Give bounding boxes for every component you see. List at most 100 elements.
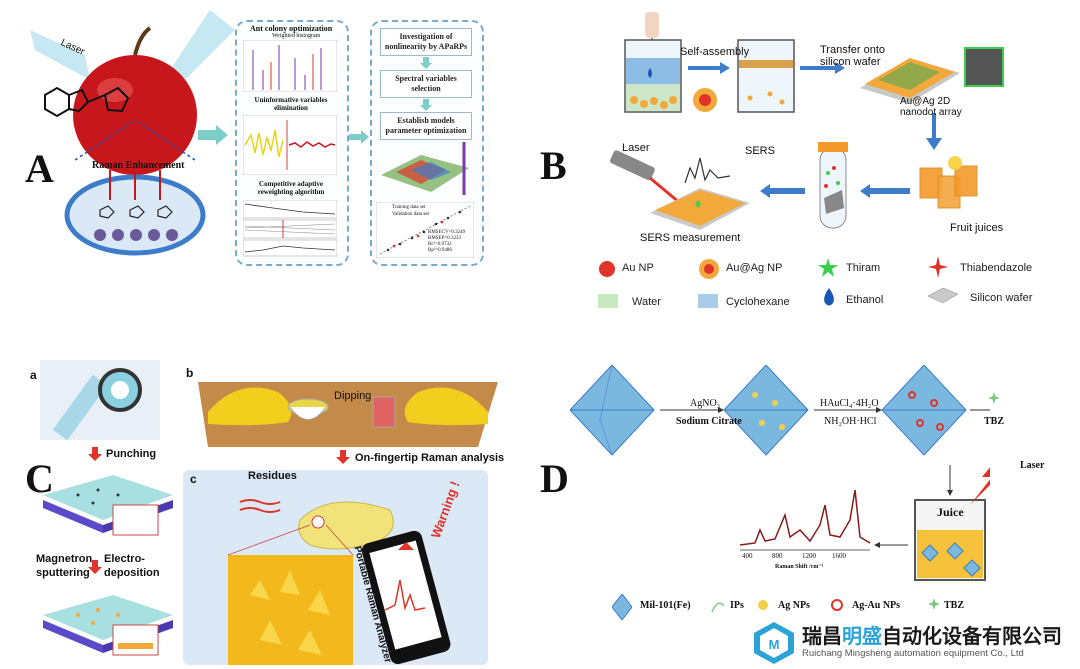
validation-plot (376, 202, 474, 258)
step-aco: Ant colony optimization (250, 24, 333, 33)
stat-rc2: Rc²=0.9732 (428, 242, 452, 247)
company-name-cn: 瑞昌明盛自动化设备有限公司 (802, 620, 1062, 649)
company-name-part3: 自动化设备有限公司 (882, 626, 1062, 648)
arrow-down-icon (420, 57, 432, 69)
nh2oh-label: NH₂OH·HCl (824, 416, 877, 427)
arrow-right-icon (349, 130, 369, 144)
citrate-label: Sodium Citrate (676, 416, 742, 427)
step-cars: Competitive adaptive reweighting algorit… (257, 180, 325, 196)
legend-training: Training data set (392, 205, 426, 210)
punched-film-illustration (43, 475, 173, 536)
legend-ips: IPs (730, 600, 744, 611)
dipping-label: Dipping (334, 390, 372, 402)
cyclohexane-swatch (698, 294, 718, 308)
stat-rmsep: RMSEP=0.3233 (428, 236, 461, 241)
tbz-star-icon (988, 392, 1000, 404)
tick-1200: 1200 (802, 552, 816, 560)
arrow-down-icon (420, 99, 432, 111)
tick-800: 800 (772, 552, 783, 560)
step-establish: Establish models parameter optimization (380, 112, 472, 140)
legend-ag-au-nps: Ag-Au NPs (852, 600, 901, 611)
haucl4-label: HAuCl₄·4H₂O (820, 398, 879, 409)
residues-label: Residues (248, 470, 297, 482)
legend-ag-nps: Ag NPs (778, 600, 810, 611)
water-swatch (598, 294, 618, 308)
thiabendazole-icon (928, 256, 948, 278)
electro-label: Electro-deposition (104, 553, 160, 579)
surface-plot (381, 142, 469, 195)
step-selection: Spectral variables selection (380, 70, 472, 98)
panel-d-letter: D (540, 456, 569, 501)
cars-plot (243, 200, 337, 257)
panel-b-letter: B (540, 143, 567, 188)
panel-b: Self-assembly Transfer onto silicon wafe… (540, 0, 1080, 320)
company-logo-icon: M (754, 622, 794, 664)
panel-a-letter: A (25, 146, 54, 191)
panel-c: a Punching C Magnetron sputtering Electr… (0, 330, 520, 669)
beakers-illustration (610, 12, 1004, 230)
au-ag-np-icon (699, 259, 719, 279)
aco-plot (243, 40, 337, 92)
silicon-wafer-icon (928, 288, 958, 304)
legend-water: Water (632, 296, 661, 308)
legend-silicon-wafer: Silicon wafer (970, 292, 1033, 304)
self-assembly-label: Self-assembly (680, 46, 750, 58)
svg-text:M: M (769, 637, 780, 652)
magnetron-label: Magnetron sputtering (36, 553, 93, 579)
panel-d: AgNO₃ Sodium Citrate HAuCl₄·4H₂O NH₂OH·H… (540, 330, 1080, 669)
panel-c-letter: C (25, 456, 54, 501)
laser-label-d: Laser (1020, 460, 1045, 471)
tick-400: 400 (742, 552, 753, 560)
step-aco-sub: Weighted histogram (272, 33, 321, 39)
label-a: a (30, 368, 37, 382)
stat-rmsecv: RMSECV=0.3249 (428, 230, 466, 235)
legend-cyclohexane: Cyclohexane (726, 296, 790, 308)
step-uve: Uninformative variables elimination (254, 96, 328, 112)
ag-au-np-icon (831, 599, 843, 611)
arrow-down-icon (88, 447, 102, 461)
tape-roll-illustration (40, 360, 160, 440)
ag-np-icon (758, 600, 768, 610)
watermark: M 瑞昌明盛自动化设备有限公司 Ruichang Mingsheng autom… (750, 618, 1080, 668)
juice-label: Juice (937, 505, 964, 519)
arrow-right-icon (198, 125, 228, 145)
label-b: b (186, 366, 194, 380)
agno3-label: AgNO₃ (690, 398, 721, 409)
punching-label: Punching (106, 448, 157, 460)
step-apar: Investigation of nonlinearity by APaRPs (380, 28, 472, 56)
tbz-label: TBZ (984, 416, 1005, 427)
ethanol-drop-icon (824, 288, 834, 306)
legend-ethanol: Ethanol (846, 294, 884, 306)
tick-1600: 1600 (832, 552, 846, 560)
tbz-legend-icon (928, 598, 940, 610)
legend-tbz: TBZ (944, 600, 965, 611)
sers-measurement-label: SERS measurement (640, 232, 741, 244)
company-name-part1: 瑞昌 (802, 626, 842, 648)
laser-label-b: Laser (622, 142, 650, 154)
uve-plot (243, 115, 337, 175)
stat-rp2: Rp²=0.9486 (428, 248, 452, 253)
sers-label: SERS (745, 145, 775, 157)
nanodot-label: Au@Ag 2D nanodot array (900, 96, 962, 118)
au-np-icon (599, 261, 615, 277)
legend-mil101: Mil-101(Fe) (640, 600, 691, 611)
transfer-label: Transfer onto silicon wafer (820, 44, 886, 68)
panel-a: Laser Raman Enhancement A Ant colony opt… (0, 0, 520, 270)
company-name-en: Ruichang Mingsheng automation equipment … (802, 648, 1024, 659)
raman-axis-label: Raman Shift /cm⁻¹ (775, 564, 824, 570)
arrow-down-icon (88, 560, 102, 574)
legend-au-np: Au NP (622, 262, 654, 274)
arrow-down-icon (336, 450, 350, 464)
legend-validation: Validation data set (392, 212, 429, 217)
dipping-illustration (198, 382, 498, 447)
mil101-icon (612, 594, 632, 620)
legend-thiabendazole: Thiabendazole (960, 262, 1033, 274)
analysis-label: On-fingertip Raman analysis (355, 452, 505, 464)
apple-illustration (30, 10, 235, 256)
fingertip-illustration (227, 499, 451, 665)
synthesis-illustration (570, 365, 990, 581)
deposited-film-illustration (43, 595, 173, 656)
legend-au-ag-np: Au@Ag NP (726, 262, 783, 274)
legend-thiram: Thiram (846, 262, 881, 274)
ips-icon (711, 602, 725, 613)
